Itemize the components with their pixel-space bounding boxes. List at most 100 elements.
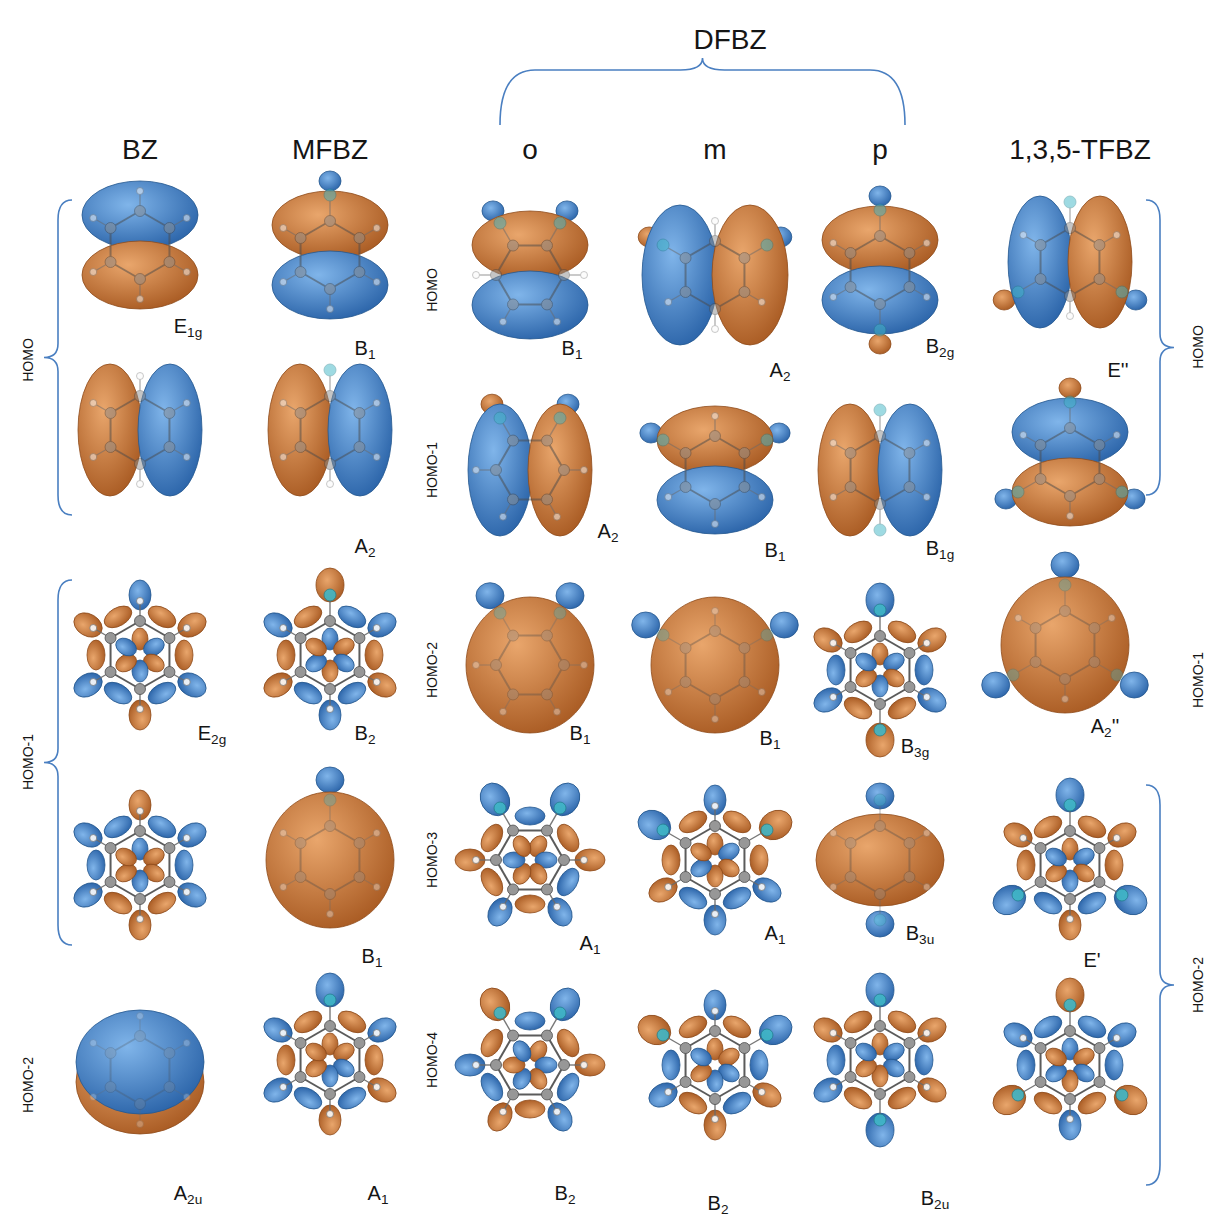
carbon-atom (325, 284, 336, 295)
hydrogen-atom (280, 225, 287, 232)
orbital-lobe (810, 1073, 847, 1107)
carbon-atom (354, 408, 365, 419)
fluorine-atom (874, 324, 886, 336)
fluorine-atom (324, 994, 336, 1006)
symmetry-subscript: 1 (778, 549, 786, 564)
hydrogen-atom (665, 884, 672, 891)
carbon-atom (354, 633, 365, 644)
fluorine-atom (874, 994, 886, 1006)
hydrogen-atom (1020, 1035, 1027, 1042)
orbital-isosurface (988, 778, 1153, 940)
orbital-isosurface (82, 181, 198, 309)
orbital-isosurface (632, 597, 799, 733)
symmetry-label: A1 (765, 923, 786, 947)
fluorine-atom (324, 589, 336, 601)
hydrogen-atom (183, 400, 190, 407)
carbon-atom (542, 299, 553, 310)
orbital-lobe (1043, 1045, 1070, 1070)
carbon-atom (1035, 240, 1046, 251)
orbital-lobe (1017, 850, 1035, 880)
orbital-lobe (748, 1078, 785, 1112)
carbon-atom (875, 631, 886, 642)
hydrogen-atom (90, 679, 97, 686)
carbon-atom (105, 633, 116, 644)
orbital-row-label: HOMO (425, 268, 439, 312)
carbon-atom (1035, 1043, 1046, 1054)
carbon-atom (845, 248, 856, 259)
carbon-atom (1030, 623, 1041, 634)
orbital-lobe (173, 818, 210, 852)
orbital-lobe (1000, 1018, 1037, 1052)
orbital-panel-group (70, 171, 1153, 1147)
molecule-skeleton (473, 802, 588, 910)
carbon-atom (739, 287, 750, 298)
orbital-lobe (633, 1009, 676, 1050)
carbon-atom (875, 1021, 886, 1032)
carbon-atom (680, 838, 691, 849)
orbital-lobe (853, 650, 880, 675)
carbon-atom (875, 299, 886, 310)
orbital-lobe (913, 1013, 950, 1047)
orbital-isosurface (822, 186, 938, 354)
molecule-skeleton (280, 364, 381, 488)
orbital-lobe (510, 1038, 535, 1065)
symmetry-label: B1g (926, 538, 954, 562)
orbital-lobe (1008, 196, 1072, 328)
orbital-lobe (272, 251, 388, 319)
carbon-atom (559, 660, 570, 671)
carbon-atom (680, 677, 691, 688)
symmetry-letter: A (174, 1182, 187, 1204)
fluorine-atom (1116, 1089, 1128, 1101)
symmetry-letter: B (901, 735, 914, 757)
orbital-lobe (515, 1012, 545, 1030)
hydrogen-atom (137, 1121, 144, 1128)
carbon-atom (105, 843, 116, 854)
carbon-atom (1065, 1094, 1076, 1105)
orbital-lobe (260, 1073, 297, 1107)
orbital-row-label: HOMO-1 (425, 442, 439, 498)
carbon-atom (1065, 223, 1076, 234)
orbital-lobe (866, 583, 894, 617)
carbon-atom (1035, 1077, 1046, 1088)
orbital-row-label: HOMO (1191, 325, 1205, 369)
hydrogen-atom (1062, 696, 1069, 703)
fluorine-atom (1012, 1089, 1024, 1101)
symmetry-subscript: 1 (381, 1192, 389, 1207)
orbital-row-label: HOMO-1 (21, 734, 35, 790)
carbon-atom (904, 838, 915, 849)
carbon-atom (904, 282, 915, 293)
carbon-atom (1035, 274, 1046, 285)
fluorine-atom (1064, 799, 1076, 811)
molecule-skeleton (830, 604, 931, 736)
hydrogen-atom (665, 1089, 672, 1096)
fluorine-atom (874, 724, 886, 736)
symmetry-label: B1 (362, 946, 383, 970)
carbon-atom (739, 1077, 750, 1088)
carbon-atom (325, 889, 336, 900)
carbon-atom (105, 442, 116, 453)
hydrogen-atom (1113, 1035, 1120, 1042)
carbon-atom (1035, 474, 1046, 485)
fluorine-atom (1116, 889, 1128, 901)
carbon-atom (508, 435, 519, 446)
column-header: p (872, 136, 888, 164)
hydrogen-atom (280, 679, 287, 686)
hydrogen-atom (280, 1030, 287, 1037)
hydrogen-atom (183, 679, 190, 686)
symmetry-subscript: 1 (778, 932, 786, 947)
hydrogen-atom (90, 215, 97, 222)
molecule-skeleton (280, 794, 381, 918)
symmetry-label: A1 (368, 1183, 389, 1207)
hydrogen-atom (923, 884, 930, 891)
orbital-lobe (662, 845, 680, 875)
hydrogen-atom (581, 857, 588, 864)
carbon-atom (559, 855, 570, 866)
hydrogen-atom (183, 1094, 190, 1101)
orbital-lobe (175, 640, 193, 670)
orbital-lobe (866, 973, 894, 1007)
orbital-lobe (87, 640, 105, 670)
orbital-isosurface (455, 983, 605, 1136)
carbon-atom (904, 682, 915, 693)
fluorine-atom (1111, 669, 1123, 681)
hydrogen-atom (183, 625, 190, 632)
